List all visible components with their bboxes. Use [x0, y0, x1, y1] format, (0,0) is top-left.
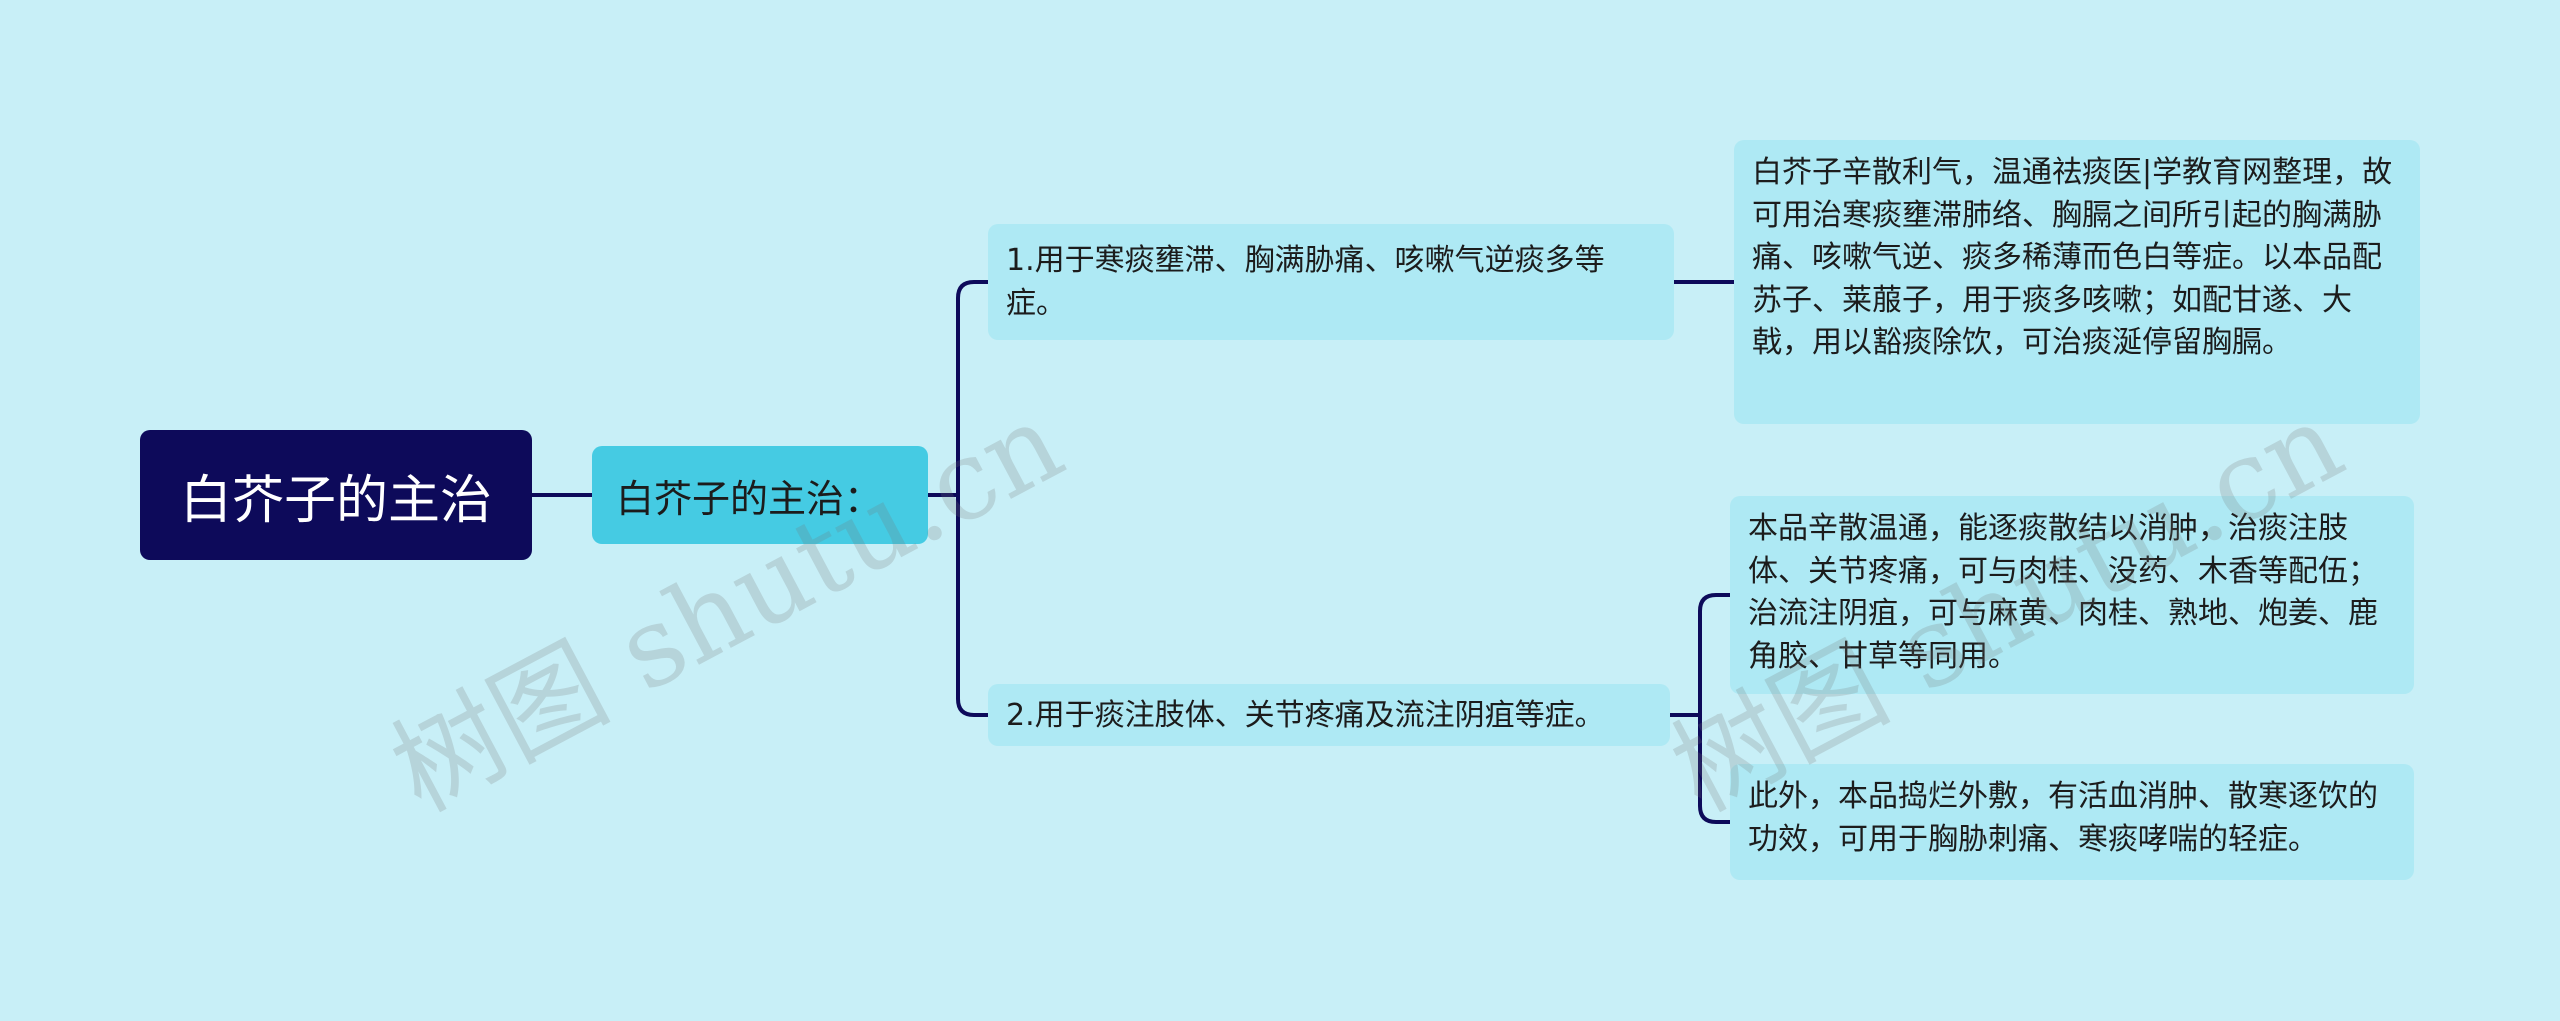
leaf-node-1[interactable]: 白芥子辛散利气，温通祛痰医|学教育网整理，故可用治寒痰壅滞肺络、胸膈之间所引起的…	[1734, 140, 2420, 424]
branch-node-1[interactable]: 1.用于寒痰壅滞、胸满胁痛、咳嗽气逆痰多等症。	[988, 224, 1674, 340]
connector-branch2-leaves	[1698, 593, 1732, 824]
leaf-node-3-text: 此外，本品捣烂外敷，有活血消肿、散寒逐饮的功效，可用于胸胁刺痛、寒痰哮喘的轻症。	[1748, 779, 2378, 857]
leaf-node-1-text: 白芥子辛散利气，温通祛痰医|学教育网整理，故可用治寒痰壅滞肺络、胸膈之间所引起的…	[1752, 155, 2393, 360]
root-node-label: 白芥子的主治	[179, 470, 492, 531]
connector-mid-branches	[956, 280, 990, 717]
branch-node-2[interactable]: 2.用于痰注肢体、关节疼痛及流注阴疽等症。	[988, 684, 1670, 746]
leaf-node-2-text: 本品辛散温通，能逐痰散结以消肿，治痰注肢体、关节疼痛，可与肉桂、没药、木香等配伍…	[1748, 511, 2378, 674]
root-node[interactable]: 白芥子的主治	[140, 430, 532, 560]
branch-node-1-label: 1.用于寒痰壅滞、胸满胁痛、咳嗽气逆痰多等症。	[1006, 243, 1605, 321]
mid-node[interactable]: 白芥子的主治：	[592, 446, 928, 544]
leaf-node-2[interactable]: 本品辛散温通，能逐痰散结以消肿，治痰注肢体、关节疼痛，可与肉桂、没药、木香等配伍…	[1730, 496, 2414, 694]
mid-node-label: 白芥子的主治：	[616, 476, 883, 521]
branch-node-2-label: 2.用于痰注肢体、关节疼痛及流注阴疽等症。	[1006, 697, 1605, 733]
leaf-node-3[interactable]: 此外，本品捣烂外敷，有活血消肿、散寒逐饮的功效，可用于胸胁刺痛、寒痰哮喘的轻症。	[1730, 764, 2414, 880]
